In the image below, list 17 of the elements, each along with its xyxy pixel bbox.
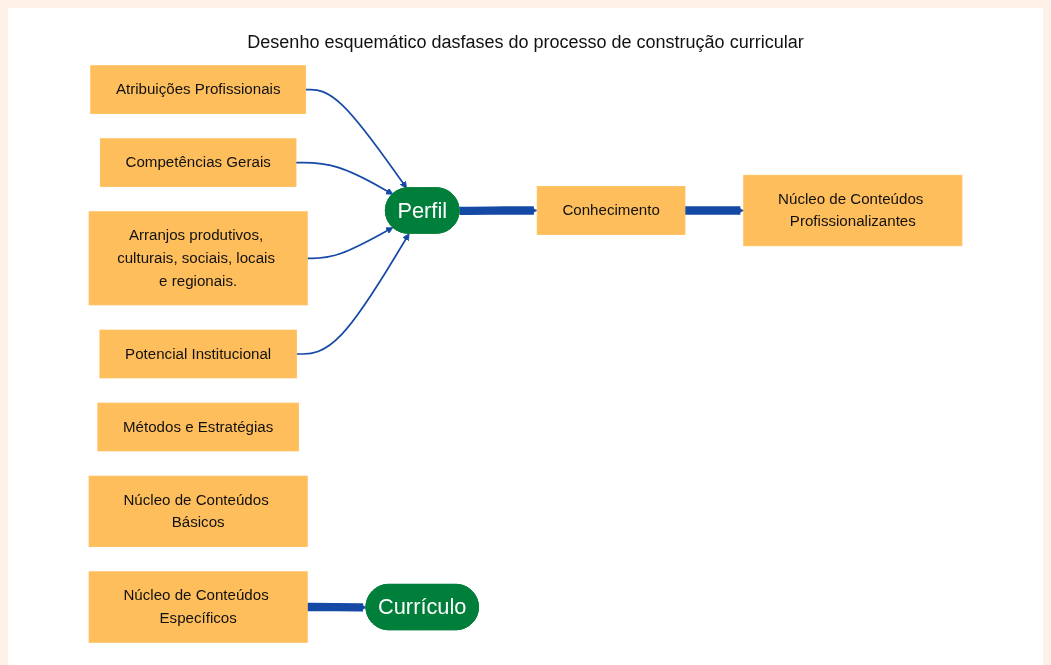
node-box: Atribuições Profissionais	[90, 65, 307, 114]
arrow	[304, 88, 407, 189]
node-box: Competências Gerais	[99, 138, 297, 187]
arrow	[459, 206, 538, 216]
arrow	[295, 233, 410, 355]
arrow	[684, 206, 745, 215]
node-box: Conhecimento	[536, 186, 686, 235]
arrow	[306, 227, 394, 260]
node-box: Métodos e Estratégias	[97, 402, 299, 452]
node-box: Núcleo de Conteúdos Específicos	[88, 571, 308, 643]
arrow	[295, 161, 394, 195]
diagram-title: Desenho esquemático dasfases do processo de construção curricular	[246, 32, 805, 53]
node-box: Núcleo de Conteúdos Básicos	[88, 475, 308, 548]
node-box: Arranjos produtivos, culturais, sociais, locais e regionais.	[88, 211, 308, 306]
node-box: Núcleo de Conteúdos Profissionalizantes	[743, 174, 963, 247]
arrow	[307, 602, 367, 612]
node-box: Potencial Institucional	[99, 329, 297, 379]
